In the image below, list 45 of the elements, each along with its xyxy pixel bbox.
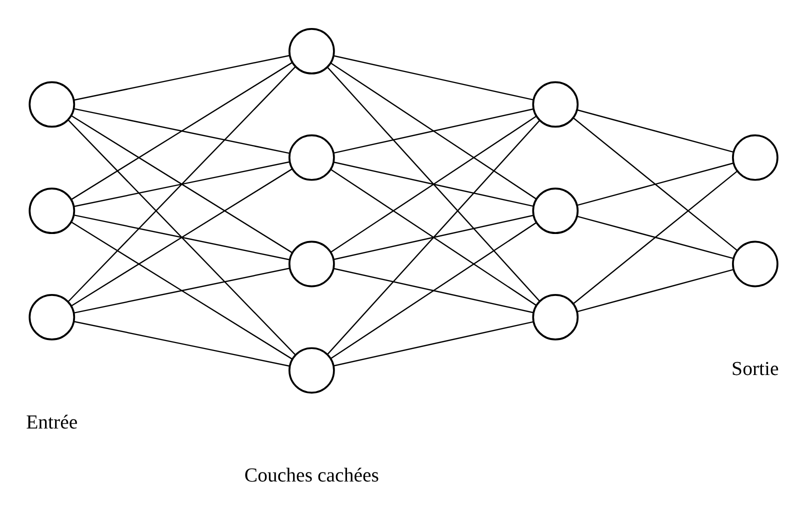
connector <box>74 320 290 366</box>
connector <box>74 160 290 207</box>
label: Couches cachées <box>244 464 379 486</box>
label: Sortie <box>732 358 779 380</box>
node-circle <box>28 80 76 128</box>
connector <box>327 66 540 302</box>
connector <box>576 162 734 206</box>
node-circle <box>532 80 579 128</box>
connector <box>330 115 537 252</box>
node-circle <box>732 134 778 180</box>
node-circle <box>288 240 335 287</box>
connector <box>333 214 534 260</box>
connector <box>333 161 534 206</box>
connector <box>68 66 296 302</box>
connector <box>327 120 540 354</box>
connector <box>330 222 537 359</box>
connector <box>573 117 738 250</box>
connector <box>333 267 534 313</box>
connector <box>70 114 293 253</box>
connector <box>74 214 290 260</box>
connector <box>573 170 738 304</box>
connector <box>576 215 734 259</box>
connector <box>333 320 534 366</box>
connector <box>330 168 537 306</box>
connector <box>70 168 293 306</box>
connector <box>330 62 537 200</box>
node-circle <box>532 187 579 234</box>
node-circle <box>28 294 76 340</box>
connector <box>68 118 296 355</box>
connector <box>70 221 293 360</box>
label: Entrée <box>26 410 78 433</box>
node-circle <box>732 240 778 287</box>
node-circle <box>288 28 335 74</box>
connector <box>576 108 734 152</box>
node-circle <box>288 134 335 180</box>
node-circle <box>532 294 579 340</box>
connector <box>74 54 290 100</box>
connector <box>576 268 734 312</box>
node-circle <box>28 187 76 234</box>
node-circle <box>288 346 335 394</box>
connector <box>333 108 534 154</box>
connector <box>333 54 534 100</box>
connector <box>74 267 290 314</box>
connector <box>70 61 293 200</box>
connector <box>74 108 290 154</box>
